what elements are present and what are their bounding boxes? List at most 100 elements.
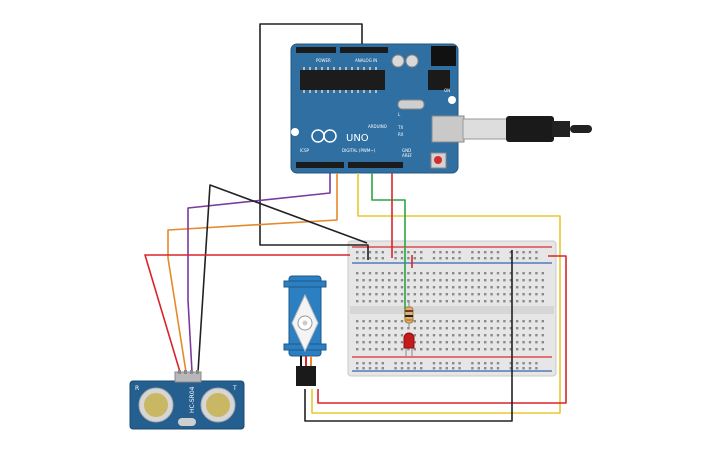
breadboard-hole [490,334,493,337]
breadboard-hole [458,367,461,370]
breadboard-hole [477,272,480,275]
breadboard-hole [445,251,448,254]
breadboard-hole [381,279,384,282]
breadboard-hole [394,348,397,351]
breadboard-hole [362,320,365,323]
analog-label: ANALOG IN [355,58,377,63]
breadboard-hole [471,251,474,254]
breadboard-hole [509,293,512,296]
breadboard-hole [375,251,378,254]
tx-label: TX [397,125,403,130]
breadboard-hole [381,341,384,344]
breadboard-hole [522,334,525,337]
breadboard-hole [496,348,500,351]
breadboard-hole [394,286,397,289]
breadboard-hole [368,293,372,296]
breadboard-hole [535,293,538,296]
breadboard-hole [458,348,461,351]
wire-black-servo-gnd[interactable] [304,250,513,422]
breadboard-hole [426,300,429,303]
breadboard-hole [535,334,538,337]
arduino-uno-board[interactable]: POWER ANALOG IN UNO ARDUINO TX R [290,43,465,174]
breadboard-hole [368,272,372,275]
breadboard-hole [522,300,525,303]
board-model-text: UNO [346,133,369,144]
breadboard-hole [535,279,538,282]
breadboard-hole [413,362,416,365]
resistor[interactable] [404,301,414,328]
led-red[interactable] [403,332,415,356]
breadboard-hole [413,327,416,330]
breadboard-hole [420,293,423,296]
sensor-crystal [178,418,196,426]
ultrasonic-sensor[interactable]: HC-SR04 R T [129,370,245,430]
breadboard-hole [458,362,461,365]
breadboard-hole [528,327,532,330]
breadboard-hole [362,348,365,351]
usb-cable [462,116,592,142]
breadboard-hole [445,279,448,282]
breadboard-hole [490,279,493,282]
breadboard-hole [381,251,384,254]
breadboard-hole [439,320,442,323]
breadboard-hole [439,300,442,303]
wire-yellow-servo-signal[interactable] [311,173,561,414]
power-jack[interactable] [431,46,456,66]
wire-purple-echo[interactable] [187,173,331,373]
breadboard-hole [490,367,493,370]
breadboard-hole [471,286,474,289]
breadboard-hole [535,286,538,289]
wire-red-servo-vcc[interactable] [317,255,567,404]
wire-black-sensor-gnd[interactable] [197,184,368,373]
breadboard-hole [503,320,506,323]
wire-green-led[interactable] [371,173,406,318]
breadboard-hole [432,362,436,365]
wire-orange-trig[interactable] [167,173,338,373]
breadboard-hole [362,300,365,303]
mount-hole [291,128,299,136]
breadboard-hole [388,320,391,323]
breadboard-hole [477,279,480,282]
breadboard-hole [528,279,532,282]
breadboard-hole [420,320,423,323]
wire-gnd-top[interactable] [259,23,369,260]
breadboard-hole [503,279,506,282]
breadboard-hole [471,257,474,260]
breadboard-hole [432,334,436,337]
breadboard-hole [535,272,538,275]
breadboard-hole [400,251,404,254]
breadboard-hole [381,300,384,303]
breadboard-hole [375,272,378,275]
breadboard-hole [356,341,359,344]
breadboard-hole [420,334,423,337]
breadboard-hole [484,320,487,323]
breadboard-hole [490,286,493,289]
breadboard-hole [471,279,474,282]
breadboard-hole [509,327,512,330]
breadboard-hole [432,251,436,254]
breadboard-hole [413,279,416,282]
breadboard-hole [490,272,493,275]
breadboard-hole [368,334,372,337]
breadboard-hole [452,300,455,303]
breadboard-hole [516,341,519,344]
breadboard-hole [432,300,436,303]
breadboard-hole [407,348,410,351]
breadboard-hole [368,327,372,330]
servo-motor[interactable] [283,275,327,386]
breadboard-hole [356,320,359,323]
breadboard-hole [394,327,397,330]
breadboard-hole [381,348,384,351]
breadboard-hole [381,367,384,370]
breadboard-hole [445,341,448,344]
breadboard-hole [400,348,404,351]
breadboard-hole [477,300,480,303]
wire-red-sensor-vcc[interactable] [144,254,350,373]
breadboard-hole [452,341,455,344]
breadboard[interactable] [347,240,557,377]
breadboard-hole [439,327,442,330]
reset-button-cap [434,156,442,164]
breadboard-hole [426,334,429,337]
breadboard-hole [522,320,525,323]
